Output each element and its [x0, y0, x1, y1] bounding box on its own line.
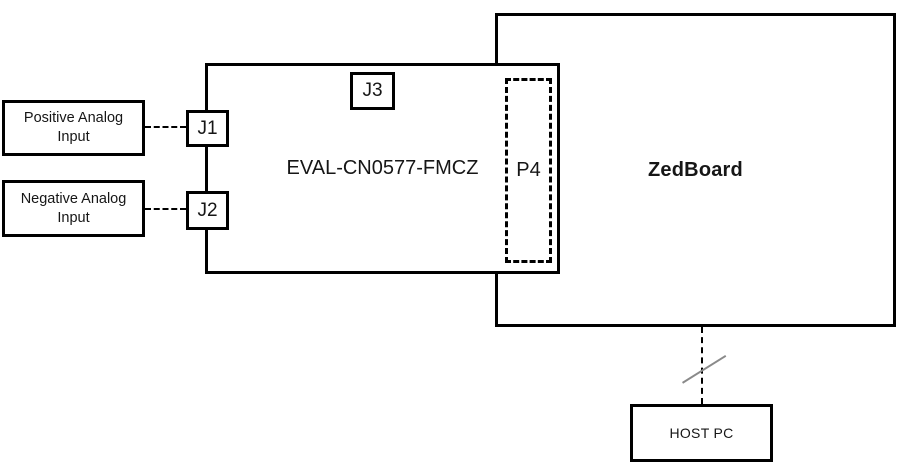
j2-label: J2 [197, 199, 218, 221]
j1-label: J1 [197, 117, 218, 139]
zedboard-label: ZedBoard [648, 158, 743, 181]
block-zedboard: ZedBoard [495, 13, 896, 327]
connector-j3: J3 [350, 72, 395, 110]
p4-label: P4 [516, 159, 541, 181]
eval-board-label: EVAL-CN0577-FMCZ [286, 157, 479, 179]
block-host-pc: HOST PC [630, 404, 773, 462]
connector-p4: P4 [505, 78, 552, 263]
connector-j1: J1 [186, 110, 229, 147]
dashed-line-positive-to-j1 [145, 126, 186, 128]
dashed-line-negative-to-j2 [145, 208, 186, 210]
connector-j2: J2 [186, 191, 229, 230]
block-eval-cn0577-fmcz: EVAL-CN0577-FMCZ [205, 63, 560, 274]
j3-label: J3 [362, 80, 383, 101]
block-positive-analog-input: Positive Analog Input [2, 100, 145, 156]
negative-analog-input-label: Negative Analog Input [20, 190, 127, 226]
host-pc-label: HOST PC [669, 425, 734, 441]
block-negative-analog-input: Negative Analog Input [2, 180, 145, 237]
dashed-line-zedboard-to-hostpc [701, 327, 703, 404]
positive-analog-input-label: Positive Analog Input [23, 110, 124, 145]
bus-slash-marker [682, 354, 727, 384]
